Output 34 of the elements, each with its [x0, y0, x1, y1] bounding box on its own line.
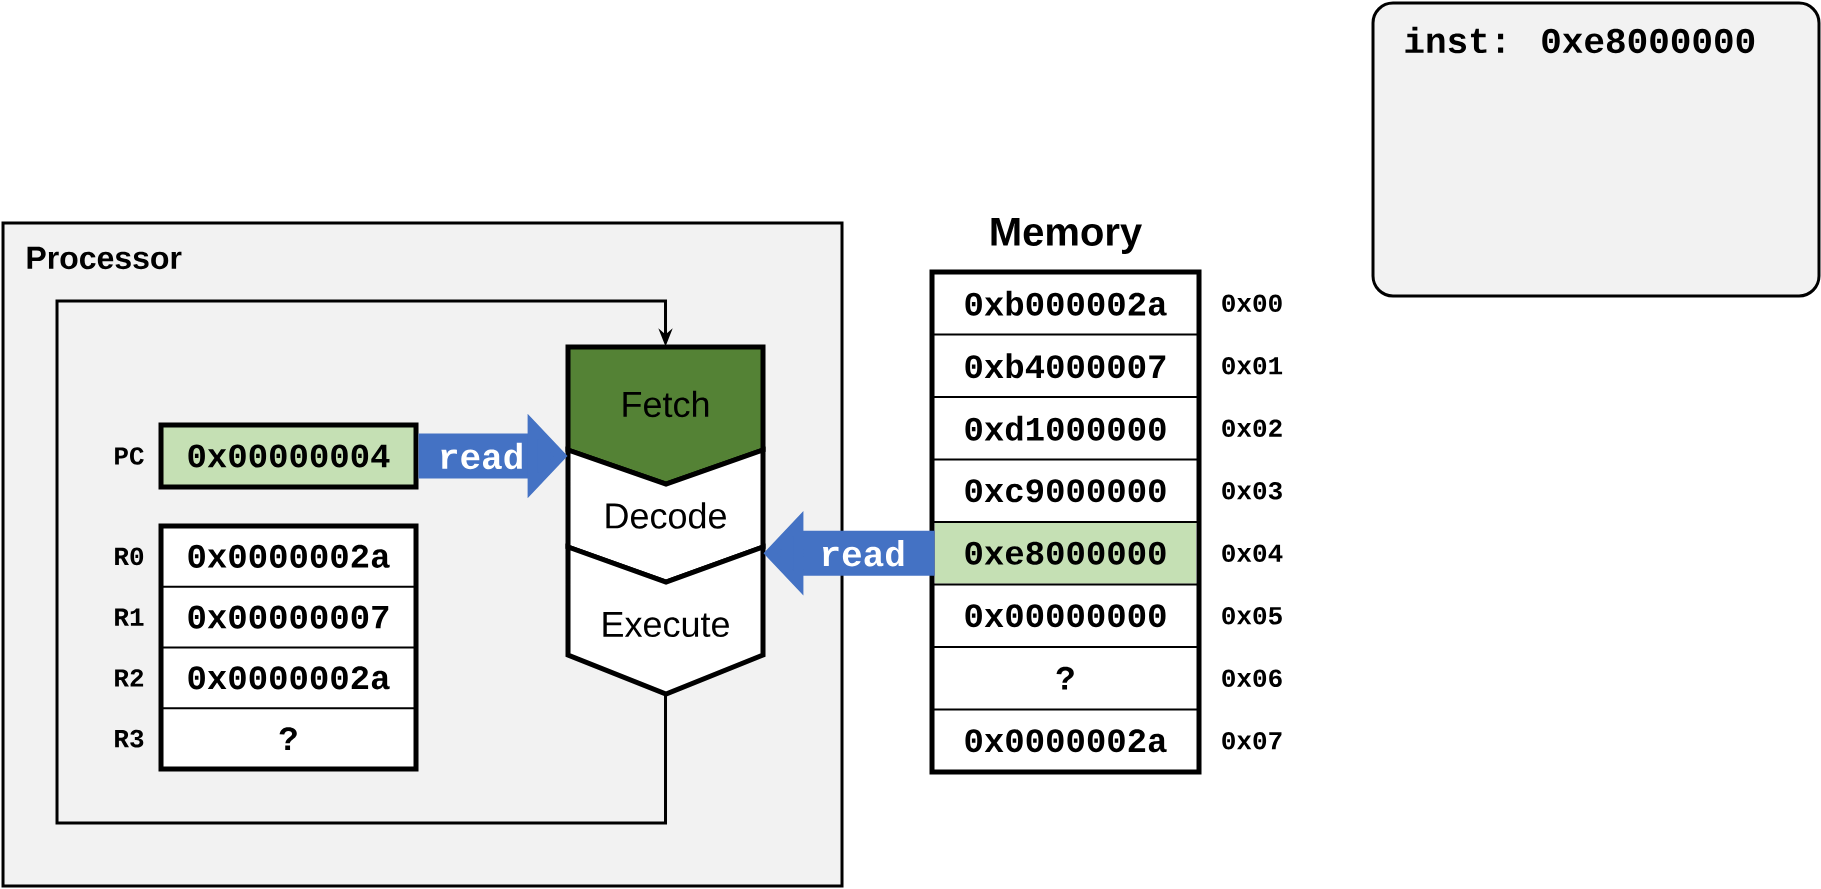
register-label: R1: [115, 608, 144, 626]
register-label: R3: [115, 729, 144, 748]
register-label: R0: [115, 547, 144, 566]
address-label: 0x04: [1222, 544, 1283, 563]
instruction-box: inst: 0xe8000000: [1371, 1, 1821, 298]
memory-cell: 0xb000002a: [965, 290, 1167, 316]
memory-cell: 0xe8000000: [935, 523, 1196, 584]
memory-cell: 0x0000002a: [965, 729, 1167, 753]
address-label: 0x03: [1222, 481, 1282, 500]
register-cell: 0x0000002a: [188, 666, 390, 690]
register-label: PC: [115, 447, 144, 465]
decode-stage: Decode: [565, 446, 766, 585]
register-cell: 0x00000007: [188, 605, 389, 629]
edge-label: read: [441, 442, 522, 470]
loop-arrow: [55, 299, 673, 825]
table-heading: Memory: [991, 218, 1142, 254]
memory-cell: 0xb4000007: [965, 353, 1166, 379]
register-cell: ?: [279, 727, 297, 750]
register-cell: 0x00000004: [158, 422, 419, 490]
address-label: 0x07: [1222, 731, 1282, 750]
address-label: 0x06: [1222, 669, 1282, 688]
address-label: 0x01: [1222, 356, 1283, 375]
memory-cell: 0xd1000000: [965, 415, 1166, 441]
register-label: R2: [115, 669, 144, 687]
panel-heading: Processor: [27, 246, 182, 270]
address-label: 0x00: [1222, 294, 1282, 313]
register-cell: 0x0000002a: [188, 544, 390, 568]
memory-cell: 0xc9000000: [965, 479, 1166, 503]
memory-cell: ?: [1056, 666, 1074, 690]
address-label: 0x05: [1222, 606, 1282, 625]
address-label: 0x02: [1222, 419, 1282, 438]
execute-stage: Execute: [565, 543, 766, 697]
edge-label: read: [823, 540, 904, 567]
memory-cell: 0x00000000: [965, 604, 1166, 628]
